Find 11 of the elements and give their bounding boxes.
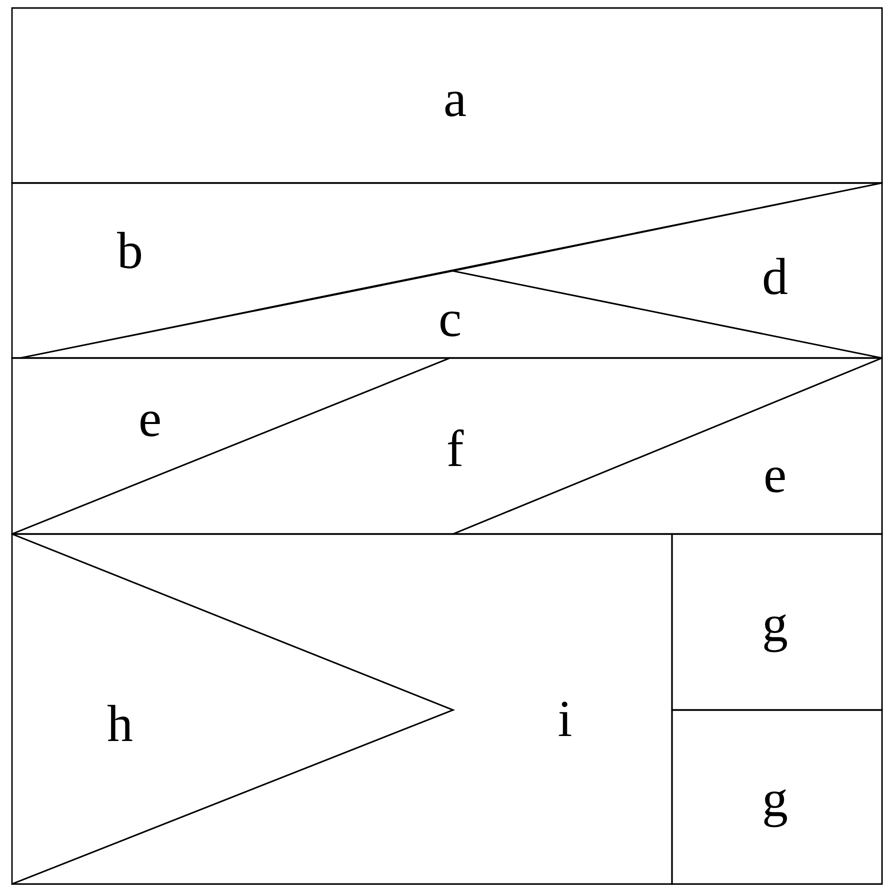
region-label: d bbox=[762, 252, 788, 304]
region-label: b bbox=[117, 226, 143, 278]
region-label: g bbox=[762, 599, 788, 651]
region-label: c bbox=[438, 294, 462, 346]
region-label: a bbox=[443, 74, 467, 126]
region-label: g bbox=[762, 774, 788, 826]
region-label: h bbox=[107, 699, 133, 751]
region-label: i bbox=[558, 694, 572, 746]
region-label: e bbox=[763, 450, 787, 502]
region-label: f bbox=[446, 424, 464, 476]
region-label: e bbox=[138, 394, 162, 446]
